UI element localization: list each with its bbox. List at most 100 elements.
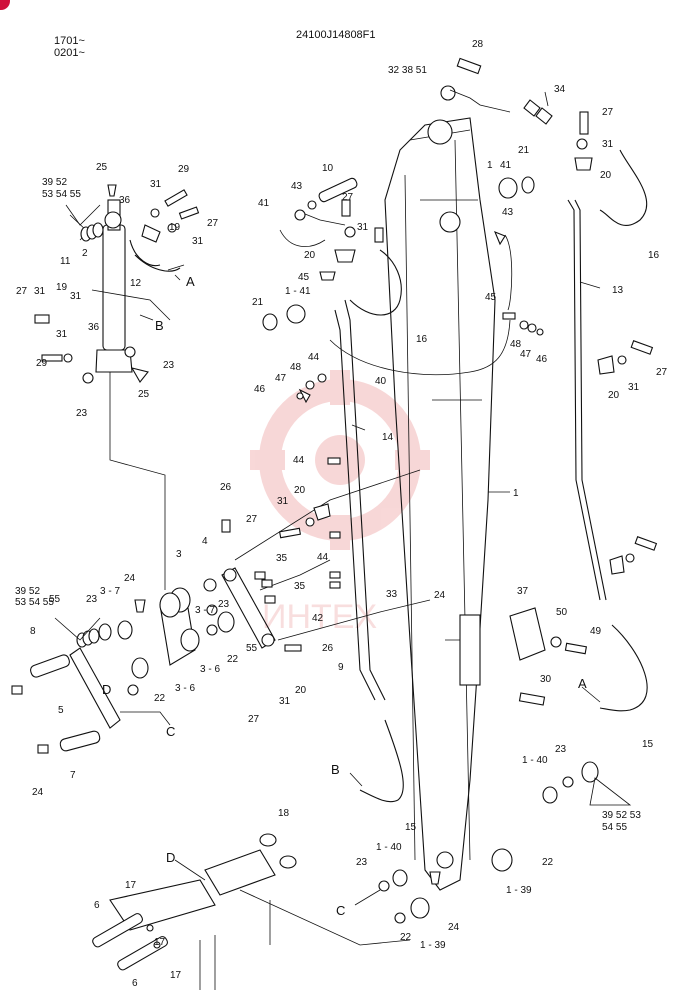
label-27-b: 27	[656, 367, 668, 378]
label-55-mid: 55	[246, 643, 258, 654]
bolts-center	[254, 457, 341, 604]
label-12: 12	[130, 278, 142, 289]
label-1-39-a: 1 - 39	[420, 940, 446, 951]
hose-16-center	[349, 249, 402, 316]
label-22-b: 22	[154, 693, 166, 704]
label-45-b: 45	[485, 292, 497, 303]
label-30: 30	[540, 674, 552, 685]
label-31-b: 31	[628, 382, 640, 393]
label-1-39-b: 1 - 39	[506, 885, 532, 896]
label-3-7-a: 3 - 7	[100, 586, 120, 597]
bushings-1-41-left	[262, 271, 336, 404]
label-20-e: 20	[295, 685, 307, 696]
label-22-c: 22	[542, 857, 554, 868]
label-34: 34	[554, 84, 566, 95]
label-46-b: 46	[536, 354, 548, 365]
label-17-a: 17	[125, 880, 137, 891]
pipe-12b	[129, 239, 161, 267]
label-set-right-2: 54 55	[602, 822, 627, 833]
washers-set-mid	[54, 617, 101, 648]
label-17-c: 17	[170, 970, 182, 981]
label-9: 9	[338, 662, 344, 673]
label-27-e: 27	[16, 286, 28, 297]
label-1-40-a: 1 - 40	[376, 842, 402, 853]
label-14: 14	[382, 432, 394, 443]
label-48-b: 48	[510, 339, 522, 350]
label-23-b: 23	[76, 408, 88, 419]
arm-body	[384, 117, 496, 891]
connector-C-mid: C	[166, 724, 175, 739]
label-36-a: 36	[119, 195, 131, 206]
label-50: 50	[556, 607, 568, 618]
label-44-c: 44	[317, 552, 329, 563]
label-27-f: 27	[246, 514, 258, 525]
bolts-right	[509, 111, 658, 806]
connector-D-bottom: D	[166, 850, 175, 865]
label-3-6-b: 3 - 6	[175, 683, 195, 694]
hose-15-right	[599, 624, 648, 712]
link-5	[11, 647, 171, 754]
label-1: 1	[513, 488, 519, 499]
label-3-7-b: 3 - 7	[195, 605, 215, 616]
corner-badge	[0, 0, 10, 10]
label-45-a: 45	[298, 272, 310, 283]
drawing-number: 24100J14808F1	[296, 29, 376, 41]
label-5: 5	[58, 705, 64, 716]
pin-10	[279, 177, 384, 263]
bushing-stack-left	[65, 204, 104, 242]
label-27-a: 27	[602, 107, 614, 118]
label-3: 3	[176, 549, 182, 560]
label-29-a: 29	[178, 164, 190, 175]
label-31-d: 31	[150, 179, 162, 190]
serial-range-1: 1701~	[54, 35, 85, 47]
connector-B-mid: B	[331, 762, 340, 777]
callout-leaders	[139, 91, 601, 787]
label-27-c: 27	[342, 192, 354, 203]
label-16-a: 16	[416, 334, 428, 345]
label-29-b: 29	[36, 358, 48, 369]
label-4: 4	[202, 536, 208, 547]
label-24-d: 24	[448, 922, 460, 933]
label-23-f: 23	[356, 857, 368, 868]
label-28: 28	[472, 39, 484, 50]
label-33: 33	[386, 589, 398, 600]
label-16-b: 16	[648, 250, 660, 261]
label-23-c: 23	[86, 594, 98, 605]
label-40: 40	[375, 376, 387, 387]
connector-D-mid: D	[102, 682, 111, 697]
label-6-b: 6	[132, 978, 138, 989]
label-15-b: 15	[642, 739, 654, 750]
label-31-g: 31	[70, 291, 82, 302]
label-22-d: 22	[400, 932, 412, 943]
line-40	[329, 319, 511, 376]
label-18: 18	[278, 808, 290, 819]
label-31-c: 31	[357, 222, 369, 233]
label-set-mid-2: 53 54 55	[15, 597, 54, 608]
label-41-a: 41	[500, 160, 512, 171]
label-55: 55	[49, 594, 61, 605]
label-31-i: 31	[277, 496, 289, 507]
bushings-1-41-right	[493, 176, 544, 336]
label-13: 13	[612, 285, 624, 296]
bolts-left	[34, 184, 200, 384]
label-7: 7	[70, 770, 76, 781]
top-bolt-28	[440, 57, 553, 125]
label-35-b: 35	[294, 581, 306, 592]
label-44-b: 44	[293, 455, 305, 466]
label-47-b: 47	[520, 349, 532, 360]
label-19-a: 19	[169, 222, 181, 233]
connector-B-top: B	[155, 318, 164, 333]
label-8: 8	[30, 626, 36, 637]
label-48-a: 48	[290, 362, 302, 373]
label-41-b: 41	[258, 198, 270, 209]
label-35-a: 35	[276, 553, 288, 564]
label-47-a: 47	[275, 373, 287, 384]
label-46-a: 46	[254, 384, 266, 395]
pipe-14	[344, 299, 386, 701]
bottom-bushings	[354, 848, 513, 924]
label-27-d: 27	[207, 218, 219, 229]
label-1-40-b: 1 - 40	[522, 755, 548, 766]
label-21-a: 21	[518, 145, 530, 156]
label-20-a: 20	[600, 170, 612, 181]
label-23-a: 23	[163, 360, 175, 371]
